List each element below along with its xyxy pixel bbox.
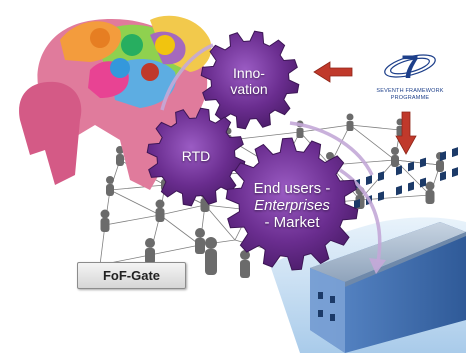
fofgate-label: FoF-Gate (77, 262, 186, 289)
person-figure (346, 113, 354, 131)
fp7-line-2: PROGRAMME (390, 95, 430, 101)
arrow-left-icon (313, 61, 353, 83)
arrow-down-icon (395, 111, 417, 155)
person-figure (155, 199, 165, 222)
person-figure (100, 209, 110, 232)
gear-innovation (200, 30, 300, 130)
fp7-logo: 7 SEVENTH FRAMEWORK PROGRAMME (366, 44, 454, 108)
person-figure (145, 238, 155, 264)
fp7-seven: 7 (401, 49, 419, 85)
fp7-mark-icon: 7 (384, 49, 436, 85)
person-figure (425, 181, 435, 204)
gear-icon (146, 30, 359, 271)
fp7-line-1: SEVENTH FRAMEWORK (376, 88, 444, 94)
gear-end-users (225, 137, 359, 271)
person-figure (240, 250, 250, 278)
person-figure (205, 237, 217, 275)
person-figure (195, 228, 205, 254)
person-figure (391, 147, 399, 167)
gear-rtd (146, 107, 246, 207)
curved-arrow-icon (160, 43, 382, 263)
person-figure (106, 176, 114, 196)
factory-building-icon (270, 147, 466, 353)
curved-arrow-head-icon (369, 258, 386, 274)
